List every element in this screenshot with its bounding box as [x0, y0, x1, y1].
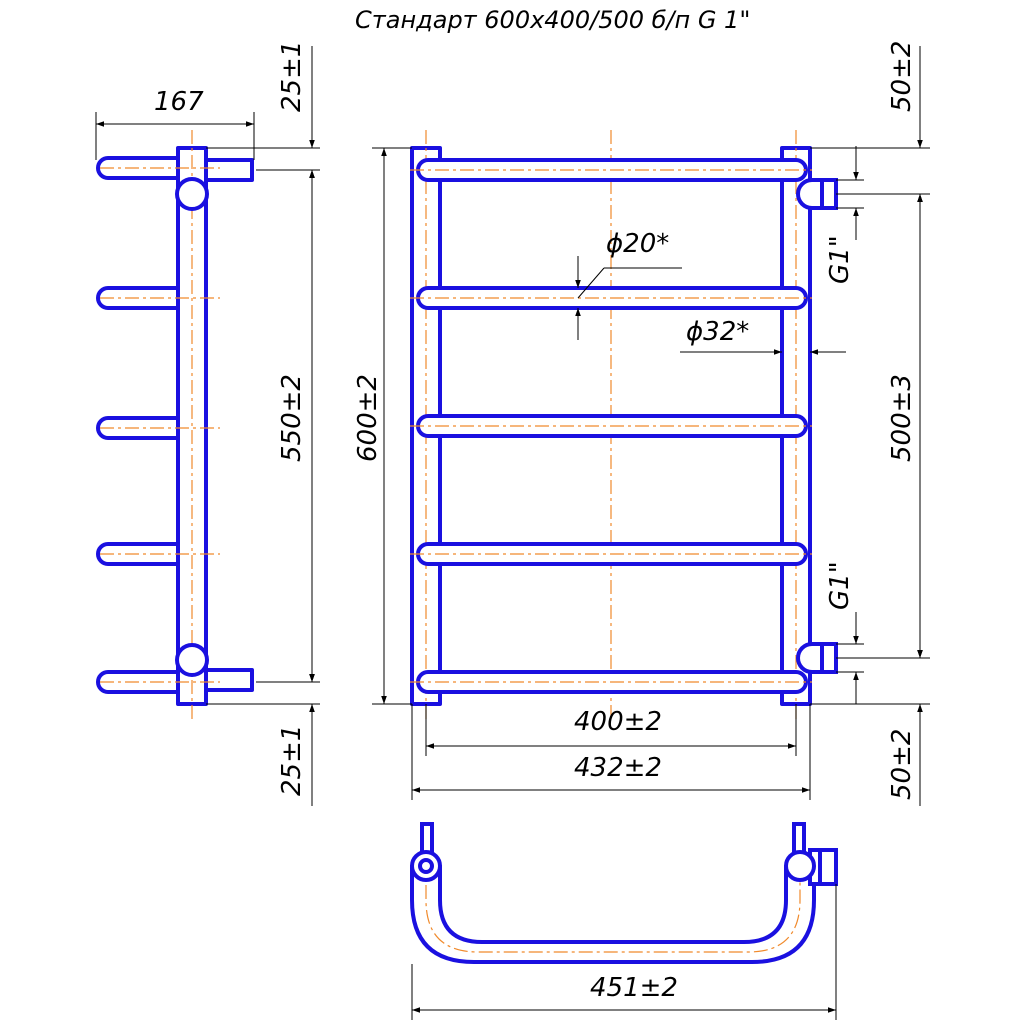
dim-side-bottom-offset: 25±1	[277, 725, 307, 796]
dim-side-top-offset: 25±1	[277, 41, 307, 112]
dim-bottom-offset: 50±2	[887, 729, 917, 800]
dim-side-height: 550±2	[277, 374, 307, 462]
dim-riser-diameter: ϕ32*	[686, 317, 749, 347]
front-view: 600±2 400±2 432±2 ϕ20* ϕ32* G1" G1"	[353, 41, 930, 806]
dim-thread-bottom: G1"	[825, 561, 855, 610]
dim-outer-width: 432±2	[574, 753, 662, 783]
dim-side-depth: 167	[154, 87, 204, 117]
top-view: 451±2	[410, 822, 838, 1020]
dim-crossbar-diameter: ϕ20*	[606, 229, 669, 259]
dim-front-height: 600±2	[353, 374, 383, 462]
dim-center-distance: 500±3	[887, 374, 917, 462]
dim-thread-top: G1"	[825, 235, 855, 284]
dim-top-offset: 50±2	[887, 41, 917, 112]
dim-top-view-width: 451±2	[590, 973, 678, 1003]
side-view: 167 25±1 550±2 25±1	[95, 41, 320, 806]
dim-inner-width: 400±2	[574, 707, 662, 737]
drawing-title: Стандарт 600x400/500 б/п G 1"	[355, 6, 750, 34]
